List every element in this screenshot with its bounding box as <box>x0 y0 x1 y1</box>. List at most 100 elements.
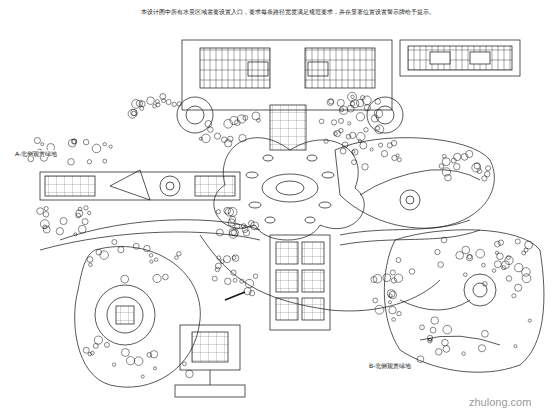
tree-symbol <box>235 120 241 126</box>
tree-symbol <box>339 106 347 114</box>
tree-symbol <box>43 212 49 218</box>
tree-symbol <box>153 367 156 370</box>
tree-symbol <box>443 345 450 352</box>
tree-symbol <box>340 148 346 154</box>
tree-symbol <box>249 290 254 295</box>
tree-symbol <box>486 166 491 171</box>
tree-symbol <box>492 269 496 273</box>
parking-lot <box>400 40 520 76</box>
tree-symbol <box>397 158 401 162</box>
tree-symbol <box>232 255 239 262</box>
tree-symbol <box>472 163 481 172</box>
tree-symbol <box>60 218 67 225</box>
tree-symbol <box>428 339 432 343</box>
tree-symbol <box>150 260 153 263</box>
roundabout <box>177 97 213 133</box>
tree-symbol <box>371 277 377 283</box>
tree-symbol <box>251 222 259 230</box>
tree-symbol <box>514 345 517 348</box>
tree-symbol <box>505 256 513 264</box>
tree-symbol <box>346 134 351 139</box>
entrance <box>180 325 240 370</box>
tree-symbol <box>84 206 88 210</box>
tree-symbol <box>71 139 76 144</box>
tree-symbol <box>364 128 368 132</box>
tree-symbol <box>68 159 75 166</box>
tree-symbol <box>155 100 159 104</box>
tree-symbol <box>515 264 523 272</box>
tree-symbol <box>524 248 528 252</box>
tree-symbol <box>162 99 166 103</box>
tree-symbol <box>141 375 144 378</box>
tree-symbol <box>78 225 86 233</box>
tree-symbol <box>506 276 512 282</box>
tree-symbol <box>112 239 117 244</box>
tree-symbol <box>334 130 340 136</box>
tree-symbol <box>229 216 235 222</box>
flower-plaza <box>214 138 364 240</box>
tree-symbol <box>342 142 348 148</box>
promenade <box>40 172 240 200</box>
grid-plaza <box>270 235 330 330</box>
tree-symbol <box>357 132 365 140</box>
design-note: 本设计图中所有水景区域需要设置入口，要求每条路径宽度满足规范要求，并在显著位置设… <box>140 8 436 15</box>
tree-symbol <box>172 102 176 106</box>
tree-symbol <box>109 145 112 148</box>
area-label: A-北侧观赏绿地 <box>14 150 58 157</box>
tree-symbol <box>352 149 358 155</box>
tree-symbol <box>83 347 89 353</box>
tree-symbol <box>429 338 432 341</box>
tree-symbol <box>360 142 367 149</box>
tree-symbol <box>74 233 77 236</box>
tree-symbol <box>235 224 240 229</box>
tree-symbol <box>244 288 251 295</box>
tree-symbol <box>186 370 194 378</box>
tree-symbol <box>89 263 93 267</box>
tree-symbol <box>242 227 248 233</box>
parking-grid <box>305 48 375 88</box>
tree-symbol <box>443 325 452 334</box>
tree-symbol <box>212 276 217 281</box>
tree-symbol <box>462 246 470 254</box>
tree-symbol <box>512 294 516 298</box>
tree-symbol <box>435 249 440 254</box>
tree-symbol <box>352 160 357 165</box>
tree-symbol <box>231 270 236 275</box>
tree-symbol <box>528 319 531 322</box>
tree-symbol <box>337 99 344 106</box>
tree-symbol <box>221 137 227 143</box>
tree-symbol <box>87 257 93 263</box>
tree-symbol <box>40 220 49 229</box>
tree-symbol <box>177 252 181 256</box>
tree-symbol <box>223 256 230 263</box>
tree-symbol <box>128 109 137 118</box>
tree-symbol <box>373 274 382 283</box>
tree-symbol <box>348 92 357 101</box>
tree-symbol <box>216 210 220 214</box>
west-garden <box>75 246 201 387</box>
tree-symbol <box>392 318 396 322</box>
tree-symbol <box>495 241 501 247</box>
tree-symbol <box>224 119 233 128</box>
tree-symbol <box>442 158 450 166</box>
tree-symbol <box>397 311 401 315</box>
tree-symbol <box>175 256 179 260</box>
tree-symbol <box>497 253 504 260</box>
tree-symbol <box>118 247 124 253</box>
tree-symbol <box>82 219 88 225</box>
tree-symbol <box>132 100 141 109</box>
tree-symbol <box>417 356 424 363</box>
tree-symbol <box>348 122 351 125</box>
tree-symbol <box>163 274 169 280</box>
tree-symbol <box>376 126 380 130</box>
tree-symbol <box>202 134 211 143</box>
tree-symbol <box>352 150 355 153</box>
tree-symbol <box>483 282 488 287</box>
tree-symbol <box>225 278 231 284</box>
tree-symbol <box>121 349 129 357</box>
tree-symbol <box>327 99 334 106</box>
tree-symbol <box>438 262 444 268</box>
tree-symbol <box>248 220 254 226</box>
tree-symbol <box>462 352 466 356</box>
